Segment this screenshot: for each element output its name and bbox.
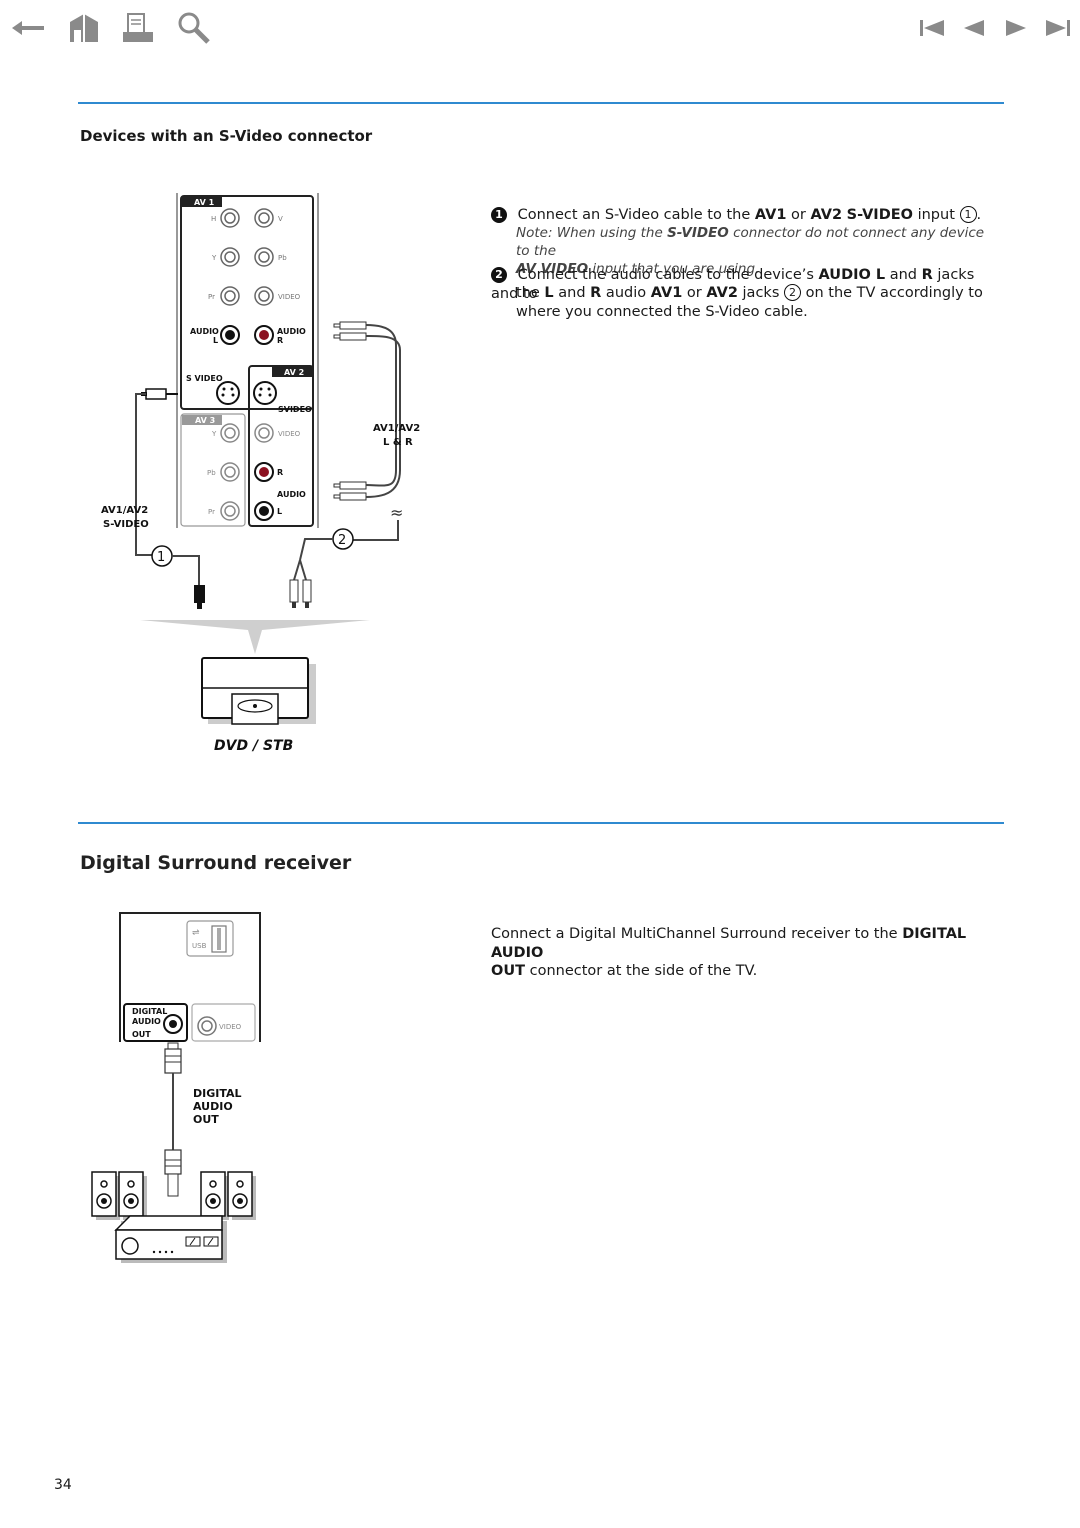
- av3-jack-label-y: Y: [211, 430, 217, 438]
- step-1-note: Note: When using the S-VIDEO connector d…: [516, 225, 985, 277]
- video-jack-label: VIDEO: [219, 1023, 242, 1031]
- previous-page-icon[interactable]: [954, 8, 994, 48]
- print-icon[interactable]: [118, 8, 158, 48]
- step-1-callout: 1: [959, 206, 977, 223]
- av3-label: AV 3: [195, 416, 215, 425]
- step-2-continued: the L and R audio AV1 or AV2 jacks 2 on …: [516, 284, 983, 320]
- av3-jack-label-pb: Pb: [207, 469, 216, 477]
- digital-jack-label-1: DIGITAL: [132, 1007, 167, 1016]
- cable-label-1: DIGITAL: [193, 1087, 242, 1100]
- av2-jack-label-l: L: [277, 507, 282, 516]
- cable-label-right-2: L & R: [383, 437, 413, 448]
- svideo-av2-label: SVIDEO: [278, 405, 312, 414]
- section-divider-2: [78, 822, 1004, 824]
- step-1-badge: 1: [491, 207, 507, 223]
- av2-label: AV 2: [284, 368, 304, 377]
- jack-label-audio-r: AUDIO: [277, 327, 306, 336]
- home-icon[interactable]: [64, 8, 104, 48]
- page-number: 34: [54, 1477, 72, 1493]
- search-icon[interactable]: [174, 8, 214, 48]
- digital-audio-diagram: ⇌ USB DIGITAL AUDIO OUT VIDEO DIGITAL AU…: [91, 912, 261, 1263]
- usb-icon: ⇌: [192, 928, 200, 938]
- svideo-label: S VIDEO: [186, 374, 223, 383]
- jack-label-v: V: [278, 215, 283, 223]
- step-2: 2 Connect the audio cables to the device…: [491, 267, 975, 302]
- section-heading: Devices with an S-Video connector: [80, 127, 373, 145]
- jack-label-audio-l: AUDIO: [190, 327, 219, 336]
- section-heading-2: Digital Surround receiver: [80, 852, 352, 874]
- av2-jack-label-audio: AUDIO: [277, 490, 306, 499]
- svideo-connection-diagram: AV 1 H V Y Pb Pr VIDEO AUDIO L AUDIO R S…: [101, 193, 420, 754]
- jack-label-r: R: [277, 336, 283, 345]
- cable-label-3: OUT: [193, 1113, 219, 1126]
- receiver-icon: [114, 1215, 227, 1263]
- callout-1: 1: [157, 550, 165, 565]
- first-page-icon[interactable]: [912, 8, 952, 48]
- jack-label-video: VIDEO: [278, 293, 301, 301]
- next-page-icon[interactable]: [996, 8, 1036, 48]
- speaker-icon: [200, 1171, 256, 1220]
- step-2-callout: 2: [783, 284, 801, 301]
- back-arrow-icon[interactable]: [8, 8, 48, 48]
- av2-jack-label-r: R: [277, 468, 283, 477]
- cable-label-2: AUDIO: [193, 1100, 233, 1113]
- callout-2: 2: [338, 533, 346, 548]
- digital-jack-label-3: OUT: [132, 1030, 151, 1039]
- step-2-badge: 2: [491, 267, 507, 283]
- av3-jack-label-video: VIDEO: [278, 430, 301, 438]
- av1-label: AV 1: [194, 198, 215, 207]
- jack-label-y: Y: [211, 254, 217, 262]
- device-label: DVD / STB: [214, 738, 293, 754]
- jack-label-h: H: [211, 215, 216, 223]
- av3-jack-label-pr: Pr: [208, 508, 215, 516]
- cable-label-left-2: S-VIDEO: [103, 519, 149, 530]
- cable-label-right-1: AV1/AV2: [373, 423, 420, 434]
- usb-label: USB: [192, 942, 207, 950]
- digital-jack-label-2: AUDIO: [132, 1017, 161, 1026]
- last-page-icon[interactable]: [1038, 8, 1078, 48]
- digital-audio-instructions: Connect a Digital MultiChannel Surround …: [491, 926, 967, 979]
- cable-break-mark: ≈: [390, 503, 403, 522]
- jack-label-pr: Pr: [208, 293, 215, 301]
- cable-label-left-1: AV1/AV2: [101, 505, 148, 516]
- speaker-icon: [91, 1171, 147, 1220]
- section-divider: [78, 102, 1004, 104]
- step-1: 1 Connect an S-Video cable to the AV1 or…: [491, 206, 1001, 225]
- jack-label-l: L: [213, 336, 218, 345]
- jack-label-pb: Pb: [278, 254, 287, 262]
